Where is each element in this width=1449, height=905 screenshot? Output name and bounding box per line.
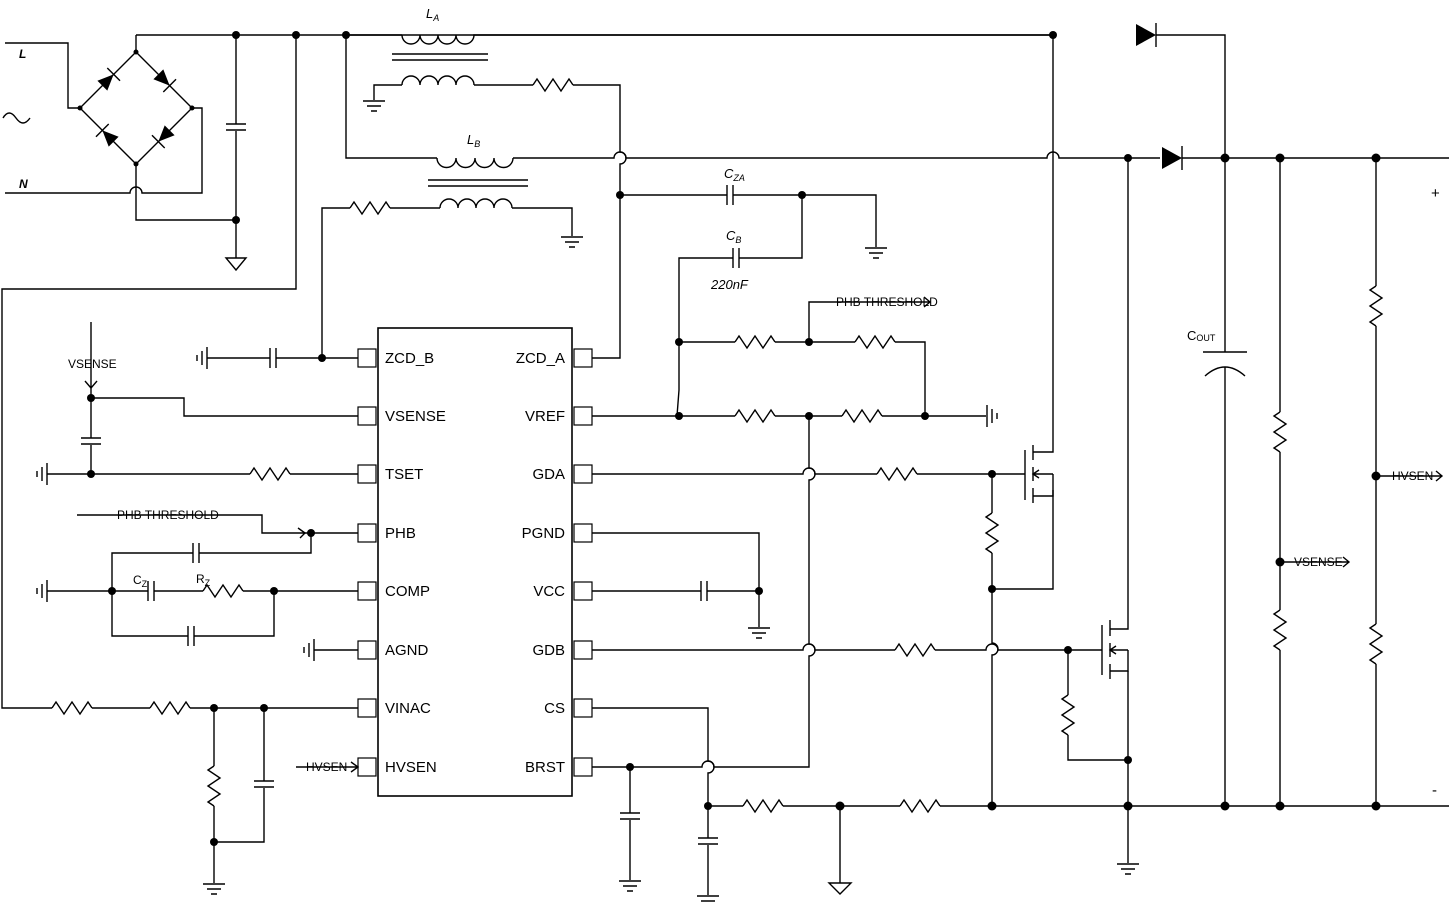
tset-network bbox=[36, 462, 358, 486]
pin-cs bbox=[573, 698, 593, 718]
cza-label: CZA bbox=[724, 166, 745, 183]
ac-source-icon bbox=[2, 112, 31, 124]
ground-rail-dots bbox=[987, 801, 1133, 811]
pin-label-gda: GDA bbox=[532, 466, 565, 483]
cz-label: CZ bbox=[133, 573, 148, 589]
hvsen-divider: HVSEN bbox=[1369, 158, 1444, 811]
hvsen-in-label: HVSEN bbox=[306, 760, 347, 774]
pin-label-comp: COMP bbox=[385, 583, 430, 600]
inductor-lb: LB bbox=[321, 35, 1160, 358]
pin-label-pgnd: PGND bbox=[522, 525, 566, 542]
line-n-label: N bbox=[19, 177, 28, 191]
lb-label: LB bbox=[467, 132, 480, 149]
output-minus-label: - bbox=[1432, 782, 1437, 799]
pin-agnd bbox=[357, 640, 377, 660]
brst-network bbox=[618, 763, 642, 892]
pin-label-vsense: VSENSE bbox=[385, 408, 446, 425]
pin-tset bbox=[357, 464, 377, 484]
gda-drive bbox=[592, 467, 1054, 806]
mosfet-b bbox=[1101, 154, 1140, 875]
pin-gdb bbox=[573, 640, 593, 660]
pin-label-zcd-b: ZCD_B bbox=[385, 350, 434, 367]
vsense-network: VSENSE bbox=[68, 322, 358, 478]
output-capacitor: COUT bbox=[1187, 158, 1247, 811]
mosfet-a bbox=[1024, 31, 1057, 503]
pgnd-vcc-network bbox=[592, 532, 771, 639]
pin-hvsen bbox=[357, 757, 377, 777]
pin-label-hvsen: HVSEN bbox=[385, 759, 437, 776]
pin-label-phb: PHB bbox=[385, 525, 416, 542]
output-plus-label: + bbox=[1431, 185, 1440, 202]
gdb-drive bbox=[592, 643, 1132, 764]
pin-gda bbox=[573, 464, 593, 484]
pin-brst bbox=[573, 757, 593, 777]
diode-a bbox=[1136, 23, 1157, 47]
vinac-network bbox=[51, 701, 358, 895]
pin-label-tset: TSET bbox=[385, 466, 423, 483]
vsense-out-label: VSENSE bbox=[1294, 555, 1343, 569]
pin-label-cs: CS bbox=[544, 700, 565, 717]
pin-label-agnd: AGND bbox=[385, 642, 429, 659]
phb-network: PHB THRESHOLD bbox=[77, 508, 358, 591]
agnd-network bbox=[303, 638, 358, 662]
bridge-rectifier bbox=[77, 35, 236, 221]
hvsen-in-network: HVSEN bbox=[296, 760, 360, 774]
pin-pgnd bbox=[573, 523, 593, 543]
cs-network bbox=[592, 707, 1449, 905]
vsense-in-label: VSENSE bbox=[68, 357, 117, 371]
comp-network: CZ RZ bbox=[36, 572, 358, 647]
pin-phb bbox=[357, 523, 377, 543]
inductor-la: LA bbox=[346, 6, 1053, 359]
pin-vinac bbox=[357, 698, 377, 718]
pin-label-gdb: GDB bbox=[532, 642, 565, 659]
phb-threshold-in-label: PHB THRESHOLD bbox=[117, 508, 219, 522]
ic-pins: ZCD_B VSENSE TSET PHB COMP AGND VINAC HVSEN ZCD_… bbox=[357, 348, 593, 777]
cout-label: COUT bbox=[1187, 328, 1216, 343]
pin-vref bbox=[573, 406, 593, 426]
rz-label: RZ bbox=[196, 572, 211, 588]
line-l-label: L bbox=[19, 47, 26, 61]
phb-threshold-out-label: PHB THRESHOLD bbox=[836, 295, 938, 309]
cb-value: 220nF bbox=[710, 277, 749, 292]
pin-zcd-a bbox=[573, 348, 593, 368]
ac-input: L N bbox=[2, 42, 203, 194]
pin-comp bbox=[357, 581, 377, 601]
pin-label-vcc: VCC bbox=[533, 583, 565, 600]
cza-cb-network: CZA CB 220nF bbox=[616, 166, 888, 342]
pfc-controller-ic bbox=[377, 327, 573, 797]
pin-label-zcd-a: ZCD_A bbox=[516, 350, 565, 367]
output-diodes bbox=[1136, 23, 1449, 170]
vref-divider: PHB THRESHOLD bbox=[592, 295, 998, 768]
zcd-b-network bbox=[196, 346, 358, 370]
vsense-divider: VSENSE bbox=[1273, 158, 1351, 811]
pin-zcd-b bbox=[357, 348, 377, 368]
pin-vsense bbox=[357, 406, 377, 426]
pin-label-brst: BRST bbox=[525, 759, 565, 776]
la-label: LA bbox=[426, 6, 439, 23]
diode-b bbox=[1162, 146, 1183, 170]
pin-vcc bbox=[573, 581, 593, 601]
pin-label-vref: VREF bbox=[525, 408, 565, 425]
hvsen-out-label: HVSEN bbox=[1392, 469, 1433, 483]
pin-label-vinac: VINAC bbox=[385, 700, 431, 717]
cb-label: CB bbox=[726, 228, 741, 245]
